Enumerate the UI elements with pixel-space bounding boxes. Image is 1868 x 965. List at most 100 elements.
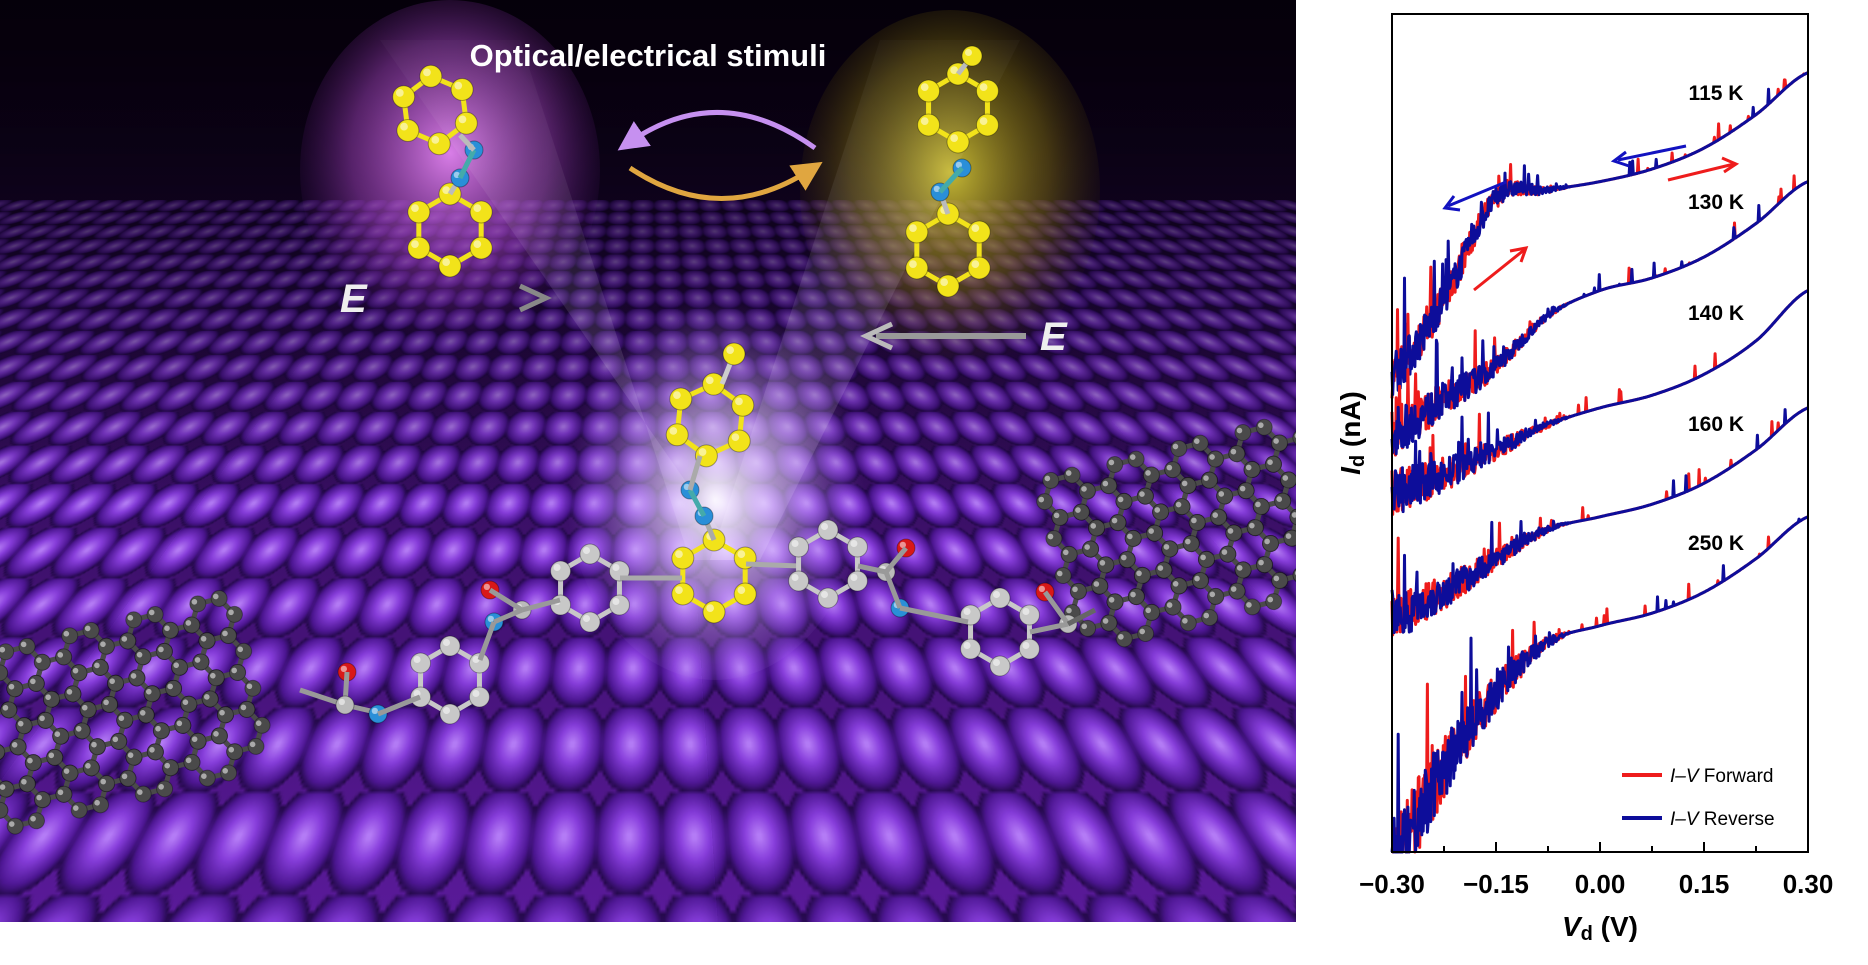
x-axis-label: Vd (V) (1562, 911, 1638, 945)
atom (1200, 608, 1219, 627)
iv-curve-reverse (1392, 73, 1808, 395)
atom (670, 388, 692, 410)
atom (469, 687, 489, 707)
atom (551, 561, 571, 581)
atom (609, 595, 629, 615)
atom (1136, 624, 1155, 643)
iv-curve-reverse (1392, 182, 1808, 454)
x-tick-label: 0.30 (1783, 869, 1834, 899)
bond (886, 548, 906, 572)
atom (990, 656, 1010, 676)
reverse-sweep-arrow (1618, 146, 1686, 160)
atom (451, 78, 473, 100)
legend: I–V Forward I–V Reverse (1622, 766, 1775, 830)
atom (847, 537, 867, 557)
iv-curve-forward (1392, 408, 1808, 635)
legend-label-forward: I–V Forward (1670, 766, 1774, 787)
bond (378, 697, 420, 714)
temperature-label: 250 K (1688, 532, 1744, 555)
atom (420, 65, 442, 87)
atom (155, 779, 174, 798)
atom (937, 275, 959, 297)
y-axis-label: Id (nA) (1335, 391, 1369, 475)
atom (393, 86, 415, 108)
atom (990, 588, 1010, 608)
atom (962, 46, 982, 66)
atom (219, 763, 238, 782)
bond (1045, 592, 1068, 624)
atom (60, 626, 79, 645)
atom (188, 594, 207, 613)
x-tick-label: −0.15 (1463, 869, 1529, 899)
atom (918, 80, 940, 102)
atom (672, 547, 694, 569)
atom (734, 583, 756, 605)
atom (672, 583, 694, 605)
atom (789, 537, 809, 557)
atom (666, 424, 688, 446)
atom (703, 373, 725, 395)
atom (947, 131, 969, 153)
temperature-label: 160 K (1688, 413, 1744, 436)
temperature-label: 130 K (1688, 191, 1744, 214)
atom (246, 737, 265, 756)
atom (906, 257, 928, 279)
atom (968, 221, 990, 243)
switch-arrow-purple (630, 112, 815, 148)
atom (818, 588, 838, 608)
atom (455, 112, 477, 134)
atom (1264, 592, 1283, 611)
electric-field-label-left: E (340, 277, 368, 321)
legend-label-reverse: I–V Reverse (1670, 809, 1775, 830)
atom (408, 201, 430, 223)
atom (470, 201, 492, 223)
atom (1019, 639, 1039, 659)
atom (976, 80, 998, 102)
atom (580, 612, 600, 632)
atom (703, 601, 725, 623)
graphene-electrode-left (0, 586, 281, 846)
atom (408, 237, 430, 259)
molecular-junction-illustration: Optical/electrical stimuli E E (0, 0, 1296, 922)
plot-frame (1392, 14, 1808, 852)
atom (961, 639, 981, 659)
atom (1233, 423, 1252, 442)
bond (490, 590, 522, 610)
atom (440, 704, 460, 724)
atom (918, 114, 940, 136)
iv-curve-forward (1392, 176, 1808, 455)
atom (91, 795, 110, 814)
x-tick-label: −0.30 (1359, 869, 1425, 899)
stimuli-title: Optical/electrical stimuli (470, 38, 827, 73)
atom (551, 595, 571, 615)
atom (411, 653, 431, 673)
forward-sweep-arrow (1474, 250, 1524, 290)
atom (440, 636, 460, 656)
atom (732, 394, 754, 416)
bond (900, 608, 968, 622)
molecule-scene: Optical/electrical stimuli E E (0, 0, 1296, 922)
atom (124, 610, 143, 629)
atom (906, 221, 928, 243)
electric-field-label-right: E (1040, 315, 1068, 359)
atom (336, 696, 354, 714)
switch-arrow-orange (630, 168, 810, 199)
bond (746, 564, 800, 566)
atom (968, 257, 990, 279)
atom (1041, 471, 1060, 490)
atom (818, 520, 838, 540)
iv-chart-svg: −0.30−0.150.000.150.30 115 K130 K140 K16… (1296, 0, 1868, 960)
atom (397, 120, 419, 142)
atom (1169, 439, 1188, 458)
atom (27, 811, 46, 830)
atom (428, 133, 450, 155)
atom (439, 255, 461, 277)
atom (580, 544, 600, 564)
x-tick-label: 0.00 (1575, 869, 1626, 899)
atom (847, 571, 867, 591)
x-tick-label: 0.15 (1679, 869, 1730, 899)
atom (1105, 455, 1124, 474)
atom (1019, 605, 1039, 625)
atom (728, 430, 750, 452)
atom (976, 114, 998, 136)
